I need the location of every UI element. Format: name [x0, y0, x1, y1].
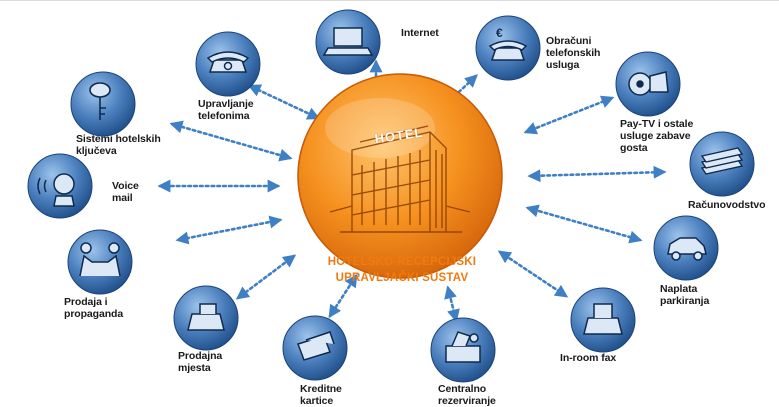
label-keys: Sistemi hotelskih ključeva [76, 133, 161, 157]
hub-node [297, 73, 503, 279]
label-phones: Upravljanje telefonima [198, 98, 254, 122]
label-internet: Internet [401, 27, 439, 39]
node-fax [570, 287, 636, 353]
label-accounting: Računovodstvo [688, 199, 766, 211]
svg-text:€: € [496, 26, 503, 40]
connector-sales [175, 215, 283, 245]
node-cards [282, 315, 348, 381]
node-parking [653, 215, 719, 281]
label-sales: Prodaja i propaganda [64, 296, 124, 320]
money-stack-icon [700, 147, 744, 175]
telephone-icon [206, 51, 250, 73]
connector-phones [247, 84, 321, 120]
voicemail-icon [37, 173, 75, 207]
hotel-building-icon [329, 125, 471, 233]
label-voicemail: Voice mail [112, 180, 139, 204]
handshake-icon [79, 242, 121, 277]
label-booking: Centralno rezerviranje [438, 383, 496, 407]
key-icon [89, 82, 111, 120]
node-accounting [689, 131, 755, 197]
label-cards: Kreditne kartice [300, 383, 342, 407]
connector-group [157, 59, 667, 323]
connector-fax [497, 250, 569, 298]
connector-booking [444, 285, 460, 323]
connector-accounting [527, 165, 667, 183]
node-booking [430, 317, 496, 383]
label-billing: Obračuni telefonskih usluga [546, 35, 601, 71]
connector-parking [525, 204, 643, 244]
fax-machine-icon [583, 303, 623, 335]
connector-pos [235, 254, 297, 300]
node-pos [173, 285, 239, 351]
node-sales [67, 229, 133, 295]
reservation-desk-icon [445, 331, 481, 363]
connector-paytv [523, 95, 615, 135]
phone-euro-icon: € [488, 26, 528, 61]
label-fax: In-room fax [560, 352, 617, 364]
connector-cards [328, 273, 358, 319]
node-paytv [615, 51, 681, 117]
node-billing: € [475, 15, 541, 81]
hub-title: HOTELSKO-RECEPCIJSKI UPRAVLJAČKI SUSTAV [327, 256, 477, 284]
node-internet [315, 9, 381, 75]
car-icon [667, 237, 707, 261]
credit-card-icon [297, 331, 335, 361]
node-voicemail [27, 153, 93, 219]
label-paytv: Pay-TV i ostale usluge zabave gosta [620, 118, 694, 154]
label-parking: Naplata parkiranja [660, 283, 710, 307]
film-reel-icon [628, 71, 669, 96]
label-pos: Prodajna mjesta [178, 350, 223, 374]
node-phones [195, 31, 261, 97]
connector-keys [169, 120, 293, 162]
laptop-icon [322, 27, 374, 56]
cash-register-icon [187, 303, 225, 331]
top-border [0, 0, 779, 1]
node-keys [70, 71, 136, 137]
